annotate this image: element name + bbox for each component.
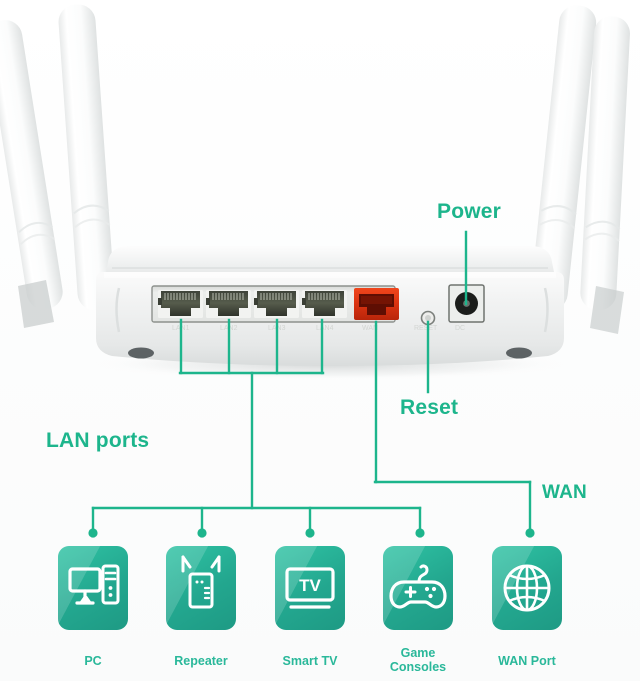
desktop-computer-icon	[68, 564, 120, 605]
connector-dots	[88, 528, 535, 538]
device-tile-smart-tv[interactable]: TV	[275, 546, 345, 630]
lan-rj45-ports	[158, 290, 347, 318]
svg-text:LAN4: LAN4	[316, 325, 334, 332]
tile-gloss	[166, 546, 236, 630]
lan-leader-lines	[178, 318, 325, 510]
device-tile-pc[interactable]	[58, 546, 128, 630]
callout-label-power: Power	[437, 200, 502, 223]
device-label-repeater: Repeater	[174, 654, 228, 668]
svg-text:RESET: RESET	[414, 325, 438, 332]
wan-rj45-port	[354, 288, 399, 320]
device-tile-wan-port[interactable]	[492, 546, 562, 630]
television-icon: TV	[285, 567, 335, 609]
svg-text:DC: DC	[455, 325, 465, 332]
gamepad-icon	[389, 564, 447, 609]
callout-label-lan-ports: LAN ports	[46, 429, 150, 452]
device-tile-game-consoles[interactable]	[383, 546, 453, 630]
wifi-repeater-icon	[181, 555, 221, 609]
callout-label-reset: Reset	[400, 396, 459, 419]
wan-leader-line	[373, 320, 532, 532]
svg-text:TV: TV	[299, 576, 321, 595]
device-label-wan-port: WAN Port	[498, 654, 556, 668]
antenna-group	[0, 4, 630, 334]
device-label-pc: PC	[84, 654, 102, 668]
device-tile-repeater[interactable]	[166, 546, 236, 630]
globe-icon	[503, 564, 551, 612]
connector-lines	[91, 230, 532, 532]
callout-label-wan: WAN	[542, 482, 587, 503]
device-distribution-bus	[91, 506, 422, 532]
svg-text:WAN: WAN	[362, 325, 378, 332]
device-label-game-consoles: Game Consoles	[389, 646, 447, 674]
device-label-smart-tv: Smart TV	[282, 654, 338, 668]
